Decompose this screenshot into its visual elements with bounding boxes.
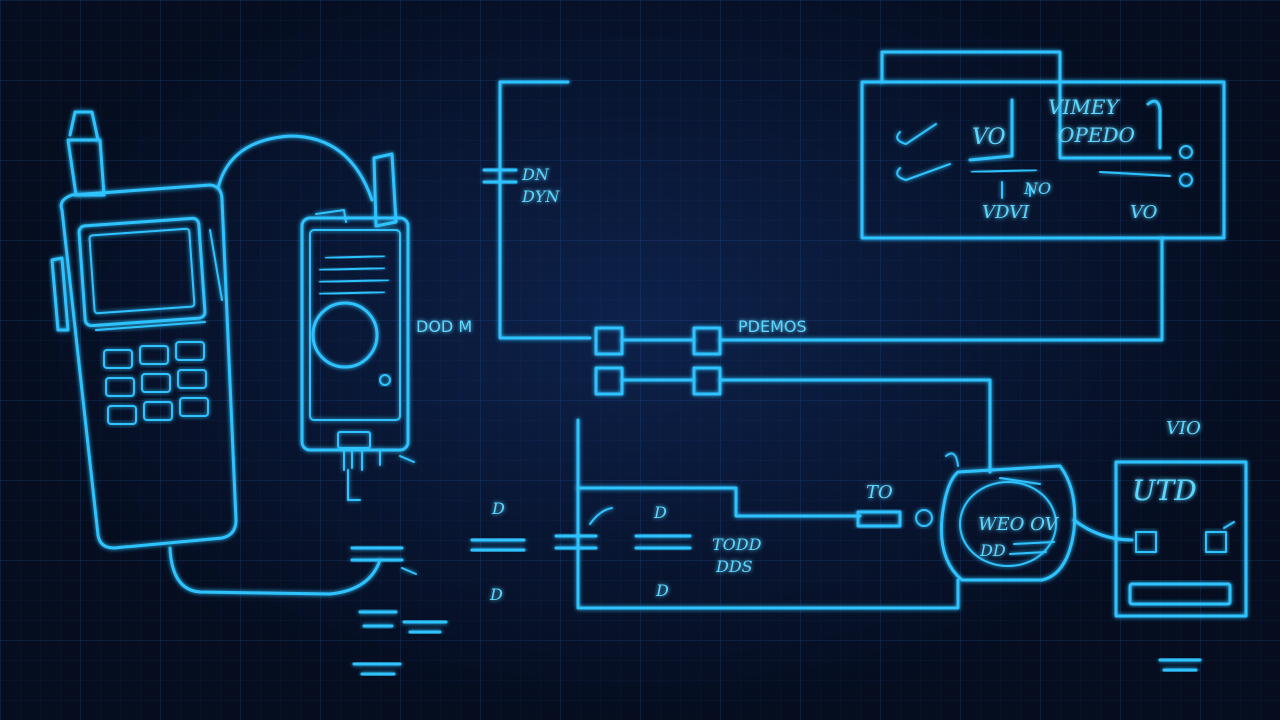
cap-label-top: DN — [521, 165, 550, 184]
wire-label-left: DOD M — [416, 317, 472, 336]
mid-bus — [576, 486, 862, 518]
radio-screen — [77, 216, 207, 328]
handheld-radio-left — [50, 110, 382, 596]
mid-label: TO — [866, 482, 893, 503]
module-antenna-icon — [372, 152, 398, 228]
circle-text-b: DD — [979, 541, 1006, 560]
radio-keypad — [95, 321, 209, 425]
circle-text-a: WEO OV — [978, 514, 1060, 535]
ground-icon — [1158, 658, 1202, 672]
top-bus — [498, 80, 592, 340]
cap-small-label-1: D — [491, 499, 505, 518]
radio-antenna-icon — [68, 110, 100, 142]
cap-small-label-3: D — [489, 585, 503, 604]
wire-label-right: PDEMOS — [738, 317, 807, 336]
panel-vo-label: VO — [972, 125, 1006, 150]
bottom-label-b: DDS — [715, 557, 753, 576]
switch-box-3 — [692, 326, 722, 356]
panel-vo2-label: VO — [1130, 202, 1158, 223]
bottom-label-a: TODD — [712, 535, 762, 554]
capacitor-bottom-2-icon — [634, 534, 692, 550]
ground-stack-left — [350, 468, 452, 682]
right-box-label: UTD — [1132, 474, 1197, 507]
output-slot — [1128, 582, 1232, 606]
radio-body — [59, 183, 238, 550]
right-output-box — [1114, 460, 1248, 682]
cap-small-label-4: D — [655, 581, 669, 600]
panel-outer — [860, 80, 1226, 240]
right-box-top-label: VIO — [1166, 418, 1201, 439]
circular-component — [939, 452, 1134, 582]
bottom-bus — [576, 418, 960, 610]
capacitor-bottom-1-icon — [554, 534, 598, 550]
module-dial — [311, 301, 379, 369]
capacitor-top-icon — [482, 168, 518, 184]
cap-small-label-2: D — [653, 503, 667, 522]
panel-no-label: NO — [1023, 179, 1051, 198]
radio-cable — [216, 134, 374, 202]
panel-title: VIMEY — [1048, 95, 1120, 119]
switch-box-1 — [594, 326, 624, 356]
bottom-cable — [168, 546, 382, 596]
capacitor-bottom-3-icon — [470, 538, 526, 552]
panel-vdvi-label: VDVI — [982, 202, 1030, 223]
module-body — [300, 216, 410, 452]
panel-subtitle: OPEDO — [1058, 123, 1135, 147]
switch-box-2 — [594, 366, 624, 396]
resistor-icon — [856, 510, 902, 528]
switch-box-4 — [692, 366, 722, 396]
top-right-panel — [860, 50, 1226, 240]
transceiver-module — [300, 152, 415, 501]
cap-label-bottom: DYN — [521, 187, 560, 206]
switch-boxes — [576, 236, 1164, 474]
